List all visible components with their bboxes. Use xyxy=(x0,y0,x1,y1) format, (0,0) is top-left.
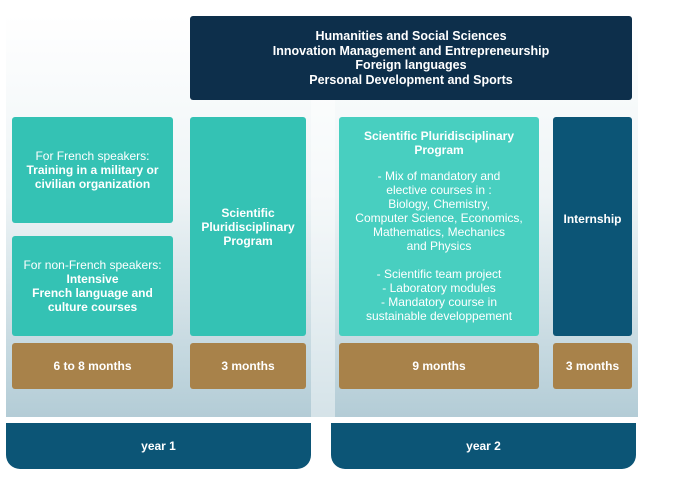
year-1-bar: year 1 xyxy=(6,423,311,469)
duration-badge: 6 to 8 months xyxy=(12,343,173,389)
year-2-bar: year 2 xyxy=(331,423,636,469)
scientific-program-box-year2: Scientific Pluridisciplinary Program - M… xyxy=(339,117,539,336)
duration-badge: 9 months xyxy=(339,343,539,389)
program-line: Program xyxy=(223,233,273,248)
program-detail: Mathematics, Mechanics xyxy=(372,225,506,239)
non-french-line: French language and xyxy=(32,286,153,300)
non-french-line: Intensive xyxy=(66,272,119,286)
banner-line: Personal Development and Sports xyxy=(309,72,513,87)
program-line: Scientific xyxy=(221,205,275,220)
french-line: civilian organization xyxy=(34,177,151,191)
program-detail: - Laboratory modules xyxy=(382,281,496,295)
non-french-speakers-box: For non-French speakers: Intensive Frenc… xyxy=(12,236,173,336)
french-line: Training in a military or xyxy=(26,163,159,177)
program-detail: - Scientific team project xyxy=(376,267,502,281)
program-detail: Computer Science, Economics, xyxy=(355,211,523,225)
program-line: Pluridisciplinary xyxy=(201,219,295,234)
program-detail: elective courses in : xyxy=(386,183,492,197)
internship-box: Internship xyxy=(553,117,632,336)
program-detail: sustainable developpement xyxy=(365,309,513,323)
scientific-program-box-year1: Scientific Pluridisciplinary Program xyxy=(190,117,306,336)
french-line: For French speakers: xyxy=(35,149,150,163)
non-french-line: culture courses xyxy=(47,300,138,314)
duration-badge: 3 months xyxy=(553,343,632,389)
program-title-line: Program xyxy=(414,143,464,157)
program-detail: Biology, Chemistry, xyxy=(388,197,490,211)
program-title: Scientific Pluridisciplinary Program xyxy=(364,129,514,157)
non-french-line: For non-French speakers: xyxy=(23,258,162,272)
year-divider xyxy=(311,98,335,420)
banner-line: Foreign languages xyxy=(355,58,467,72)
program-detail: - Mandatory course in xyxy=(380,295,498,309)
program-detail: and Physics xyxy=(406,239,472,253)
french-speakers-box: For French speakers: Training in a milit… xyxy=(12,117,173,223)
banner-line: Humanities and Social Sciences xyxy=(315,29,507,43)
banner-line: Innovation Management and Entrepreneursh… xyxy=(272,43,550,58)
program-detail: - Mix of mandatory and xyxy=(377,169,501,183)
duration-badge: 3 months xyxy=(190,343,306,389)
common-courses-banner: Humanities and Social Sciences Innovatio… xyxy=(190,16,632,100)
program-title-line: Scientific Pluridisciplinary xyxy=(363,129,515,143)
internship-label: Internship xyxy=(563,212,622,226)
